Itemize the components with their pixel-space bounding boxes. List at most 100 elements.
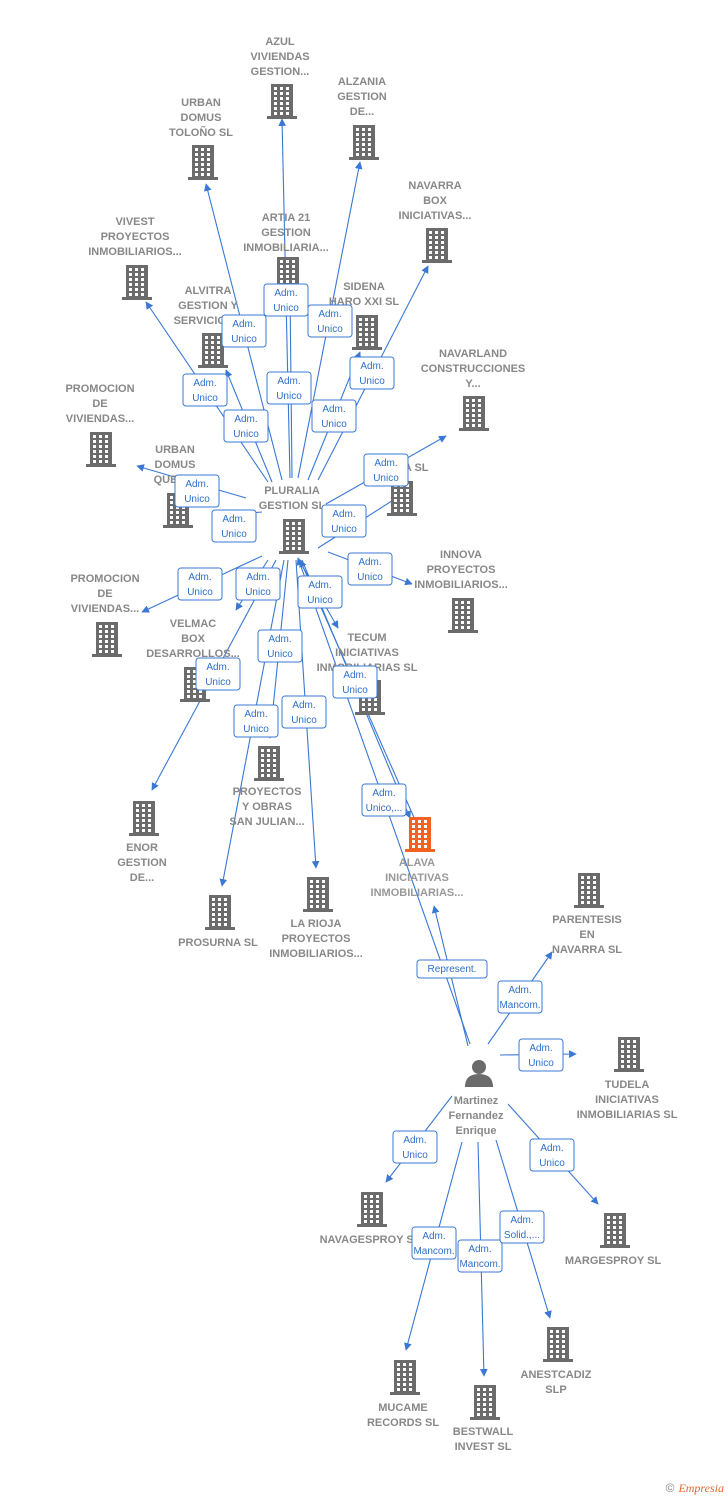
edge-label-box[interactable]: Adm.Unico <box>233 704 279 738</box>
node-velmac[interactable]: VELMACBOXDESARROLLOS... <box>146 618 240 702</box>
building-icon <box>303 877 333 912</box>
edge-label-box[interactable]: Adm.Unico <box>221 314 267 348</box>
node-label: TUDELA <box>605 1079 650 1091</box>
node-label: INMOBILIARIA... <box>243 242 329 254</box>
node-label: DOMUS <box>181 112 222 124</box>
edge-label-box[interactable]: Adm.Unico <box>223 409 269 443</box>
edge-label-box[interactable]: Adm.Unico <box>266 371 312 405</box>
node-label: INICIATIVAS <box>595 1094 659 1106</box>
edge-label-frame <box>233 704 279 738</box>
edge-label-text: Adm. <box>308 580 331 591</box>
node-label: MUCAME <box>378 1402 428 1414</box>
building-icon <box>254 746 284 781</box>
edge-label-frame <box>307 304 353 338</box>
node-enor[interactable]: ENORGESTIONDE... <box>117 801 167 884</box>
node-label: PROYECTOS <box>427 564 496 576</box>
edge-label-text: Adm. <box>540 1143 563 1154</box>
building-icon <box>86 432 116 467</box>
edge-label-text: Adm. <box>343 670 366 681</box>
edge-label-text: Adm. <box>268 634 291 645</box>
node-vivest[interactable]: VIVESTPROYECTOSINMOBILIARIOS... <box>88 216 182 300</box>
edge-label-box[interactable]: Adm.Unico <box>518 1038 564 1072</box>
node-promocion1[interactable]: PROMOCIONDEVIVIENDAS... <box>65 383 135 467</box>
node-prosurna[interactable]: PROSURNA SL <box>178 895 258 949</box>
node-label: AZUL <box>265 36 295 48</box>
edge-label-box[interactable]: Adm.Unico <box>235 567 281 601</box>
edge-label-box[interactable]: Adm.Unico <box>529 1138 575 1172</box>
edge-label-text: Unico <box>221 529 247 540</box>
edge-label-text: Adm. <box>468 1244 491 1255</box>
node-navarland[interactable]: NAVARLANDCONSTRUCCIONESY... <box>421 348 526 431</box>
edge-label-text: Adm. <box>372 788 395 799</box>
node-label: SIDENA <box>343 281 385 293</box>
node-promocion2[interactable]: PROMOCIONDEVIVIENDAS... <box>70 573 140 657</box>
node-label: NAVARRA SL <box>552 944 622 956</box>
edge-label-box[interactable]: Adm.Unico <box>307 304 353 338</box>
node-margesproy[interactable]: MARGESPROY SL <box>565 1213 662 1267</box>
edge-label-text: Mancom. <box>413 1246 454 1257</box>
edge-label-box[interactable]: Adm.Unico <box>281 695 327 729</box>
node-label: DE <box>97 588 112 600</box>
node-label: VELMAC <box>170 618 217 630</box>
node-label: TECUM <box>347 632 386 644</box>
edge-label-box[interactable]: Adm.Unico <box>347 552 393 586</box>
edge-label-text: Unico <box>245 587 271 598</box>
copyright-symbol: © <box>665 1481 675 1495</box>
brand-logo[interactable]: Empresia <box>678 1481 724 1495</box>
node-alzania[interactable]: ALZANIAGESTIONDE... <box>337 76 387 160</box>
edge-label-box[interactable]: Adm.Mancom. <box>457 1239 503 1273</box>
edge-label-box[interactable]: Adm.Unico <box>177 567 223 601</box>
edge-label-frame <box>211 509 257 543</box>
edge-label-frame <box>311 399 357 433</box>
edge-label-text: Adm. <box>322 404 345 415</box>
edge-label-box[interactable]: Adm.Unico <box>211 509 257 543</box>
node-navarra-box[interactable]: NAVARRABOXINICIATIVAS... <box>399 180 472 263</box>
node-label: GESTION Y <box>178 300 238 312</box>
node-la-rioja[interactable]: LA RIOJAPROYECTOSINMOBILIARIOS... <box>269 877 363 960</box>
node-artia[interactable]: ARTIA 21GESTIONINMOBILIARIA... <box>243 212 329 292</box>
edge-label-box[interactable]: Adm.Unico <box>174 474 220 508</box>
edge-label-frame <box>235 567 281 601</box>
building-icon <box>448 598 478 633</box>
edge-label-box[interactable]: Adm.Unico <box>363 453 409 487</box>
edge-label-box[interactable]: Adm.Unico <box>297 575 343 609</box>
edge-label-box[interactable]: Adm.Unico <box>392 1130 438 1164</box>
edge-label-text: Adm. <box>185 479 208 490</box>
node-alava[interactable]: ALAVAINICIATIVASINMOBILIARIAS... <box>371 817 464 899</box>
node-label: PROYECTOS <box>233 786 302 798</box>
node-label: BOX <box>181 633 206 645</box>
edge-label-box[interactable]: Adm.Mancom. <box>411 1226 457 1260</box>
node-label: PROYECTOS <box>101 231 170 243</box>
node-label: PLURALIA <box>264 485 320 497</box>
node-label: NAVARLAND <box>439 348 507 360</box>
edge-label-box[interactable]: Represent. <box>416 959 488 979</box>
edge-label-box[interactable]: Adm.Unico <box>263 283 309 317</box>
edge-label-box[interactable]: Adm.Mancom. <box>497 980 543 1014</box>
edge-label-box[interactable]: Adm.Unico <box>195 657 241 691</box>
edge-label-box[interactable]: Adm.Unico <box>311 399 357 433</box>
edge-label-box[interactable]: Adm.Unico,... <box>361 783 407 817</box>
node-innova[interactable]: INNOVAPROYECTOSINMOBILIARIOS... <box>414 549 508 633</box>
edge-label-box[interactable]: Adm.Unico <box>182 373 228 407</box>
edge-label-frame <box>529 1138 575 1172</box>
edge-label-box[interactable]: Adm.Unico <box>349 356 395 390</box>
edge-label-box[interactable]: Adm.Unico <box>332 665 378 699</box>
edge-label-box[interactable]: Adm.Unico <box>321 504 367 538</box>
node-label: VIVIENDAS... <box>71 603 139 615</box>
edge-label-frame <box>497 980 543 1014</box>
node-label: VIVIENDAS <box>250 51 309 63</box>
node-navagesproy[interactable]: NAVAGESPROY SL <box>320 1192 421 1246</box>
node-azul[interactable]: AZULVIVIENDASGESTION... <box>250 36 310 119</box>
edge-label-box[interactable]: Adm.Unico <box>257 629 303 663</box>
edge-label-box[interactable]: Adm.Solid.,... <box>499 1210 545 1244</box>
